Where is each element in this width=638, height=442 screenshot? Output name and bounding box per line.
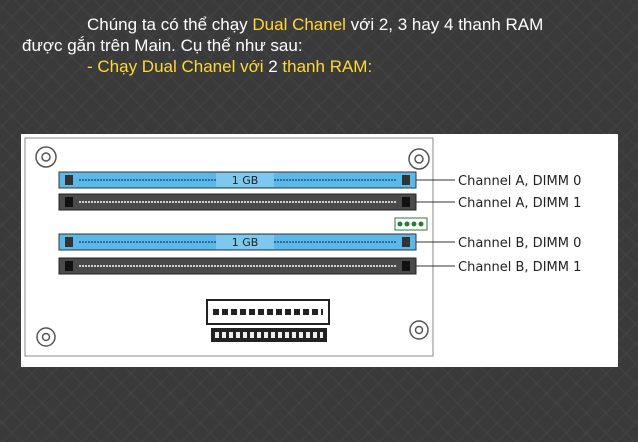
power-connector [206, 299, 330, 342]
slide-text: Chúng ta có thể chạy Dual Chanel với 2, … [22, 14, 622, 77]
text-line-3-number: 2 [268, 57, 278, 76]
text-line-3: - Chạy Dual Chanel với 2 thanh RAM: [22, 56, 622, 77]
ram-module [216, 235, 274, 249]
text-line-3-start: - Chạy Dual Chanel với [87, 57, 269, 76]
mounting-hole-icon [408, 148, 430, 170]
dimm-slot [58, 193, 417, 211]
slot-label-channel-b-dimm-1: Channel B, DIMM 1 [458, 260, 581, 275]
ram-module-capacity: 1 GB [232, 174, 259, 187]
header-connector [394, 217, 428, 231]
text-line-3-end: thanh RAM: [277, 57, 373, 76]
text-line-1-end: với 2, 3 hay 4 thanh RAM [345, 15, 544, 34]
motherboard-diagram: 1 GB [21, 134, 618, 367]
mounting-hole-icon [36, 327, 56, 347]
ram-module [216, 173, 274, 187]
slot-label-channel-a-dimm-1: Channel A, DIMM 1 [458, 196, 581, 211]
text-line-1: Chúng ta có thể chạy Dual Chanel với 2, … [22, 14, 622, 35]
slot-label-channel-b-dimm-0: Channel B, DIMM 0 [458, 236, 581, 251]
dimm-slot: 1 GB [58, 171, 417, 189]
dimm-slot [58, 257, 417, 275]
mounting-hole-icon [409, 320, 429, 340]
text-highlight-dual-chanel: Dual Chanel [252, 15, 346, 34]
ram-module-capacity: 1 GB [232, 236, 259, 249]
motherboard-svg: 1 GB [24, 137, 581, 357]
slot-label-channel-a-dimm-0: Channel A, DIMM 0 [458, 174, 581, 189]
mounting-hole-icon [35, 146, 57, 168]
text-line-1-start: Chúng ta có thể chạy [87, 15, 253, 34]
dimm-slot: 1 GB [58, 233, 417, 251]
text-line-2: được gắn trên Main. Cụ thể như sau: [22, 36, 303, 55]
